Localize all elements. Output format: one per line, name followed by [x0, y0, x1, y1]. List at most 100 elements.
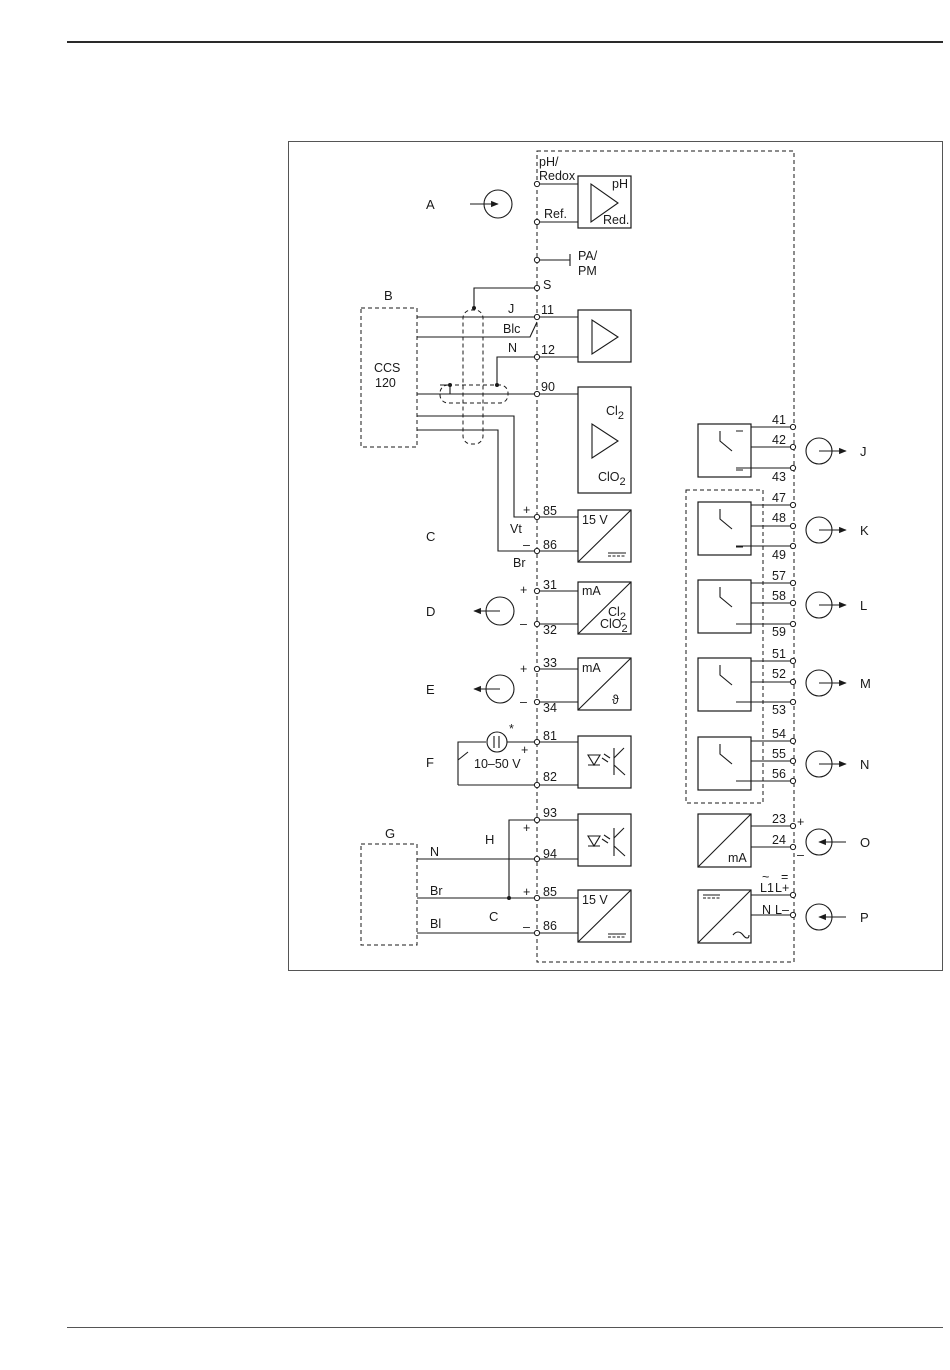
- label-f: F: [426, 755, 434, 770]
- terminal-55: 55: [772, 747, 786, 761]
- terminal-31: 31: [543, 578, 557, 592]
- label-c: C: [426, 529, 435, 544]
- ma-output-temp-ma: mA: [582, 661, 601, 675]
- plus-85b: +: [523, 885, 530, 899]
- label-n: N: [860, 757, 869, 772]
- terminal-23: 23: [772, 812, 786, 826]
- ma-input-label: mA: [728, 851, 747, 865]
- terminal-12: 12: [541, 343, 555, 357]
- wire-vt-label: Vt: [510, 522, 522, 536]
- relay-j-block: [698, 424, 751, 477]
- terminal-lplus: L+: [775, 881, 789, 895]
- relay-k-block: [698, 502, 751, 555]
- terminal-34: 34: [543, 701, 557, 715]
- plus-31: +: [520, 583, 527, 597]
- terminal-81: 81: [543, 729, 557, 743]
- minus-24: –: [797, 848, 804, 862]
- terminal-ph-redox-2: Redox: [539, 169, 576, 183]
- wire-br-label: Br: [513, 556, 526, 570]
- label-d: D: [426, 604, 435, 619]
- terminal-85: 85: [543, 504, 557, 518]
- device-g-box: [361, 844, 417, 945]
- terminal-n: N: [762, 903, 771, 917]
- plus-33: +: [520, 662, 527, 676]
- terminal-42: 42: [772, 433, 786, 447]
- relay-m-block: [698, 658, 751, 711]
- optocoupler-h-block: [578, 814, 631, 866]
- plus-93: +: [523, 821, 530, 835]
- label-p: P: [860, 910, 869, 925]
- terminal-l1: L1: [760, 881, 774, 895]
- terminal-33: 33: [543, 656, 557, 670]
- label-b: B: [384, 288, 393, 303]
- optocoupler-f-block: [578, 736, 631, 788]
- supply-15v-label: 15 V: [582, 513, 608, 527]
- terminal-47: 47: [772, 491, 786, 505]
- wire-j-label: J: [508, 302, 514, 316]
- terminal-59: 59: [772, 625, 786, 639]
- label-o: O: [860, 835, 870, 850]
- input-f-asterisk: *: [509, 722, 514, 736]
- label-e: E: [426, 682, 435, 697]
- terminal-41: 41: [772, 413, 786, 427]
- terminal-43: 43: [772, 470, 786, 484]
- label-l: L: [860, 598, 867, 613]
- terminal-54: 54: [772, 727, 786, 741]
- label-h: H: [485, 832, 494, 847]
- terminal-52: 52: [772, 667, 786, 681]
- terminal-56: 56: [772, 767, 786, 781]
- terminal-51: 51: [772, 647, 786, 661]
- minus-86b: –: [523, 920, 530, 934]
- relay-n-block: [698, 737, 751, 790]
- device-boundary: [537, 151, 794, 962]
- plus-23: +: [797, 815, 804, 829]
- terminal-90: 90: [541, 380, 555, 394]
- theta-symbol: ϑ: [612, 693, 619, 707]
- terminal-pa-pm-2: PM: [578, 264, 597, 278]
- terminal-86: 86: [543, 538, 557, 552]
- wire-n-label: N: [508, 341, 517, 355]
- minus-32: –: [520, 617, 527, 631]
- terminal-86b: 86: [543, 919, 557, 933]
- ph-block-top: pH: [612, 177, 628, 191]
- plus-85: +: [523, 503, 530, 517]
- chlorine-amplifier-block: [578, 310, 631, 362]
- terminal-82: 82: [543, 770, 557, 784]
- terminal-lminus: L–: [775, 903, 789, 917]
- label-k: K: [860, 523, 869, 538]
- ph-block-bottom: Red.: [603, 213, 629, 227]
- supply-15v-lower-label: 15 V: [582, 893, 608, 907]
- sensor-line2: 120: [375, 376, 396, 390]
- wire-g-br: Br: [430, 884, 443, 898]
- terminal-s: S: [543, 278, 551, 292]
- terminal-32: 32: [543, 623, 557, 637]
- terminal-57: 57: [772, 569, 786, 583]
- wire-blc-label: Blc: [503, 322, 520, 336]
- terminal-ph-redox-1: pH/: [539, 155, 559, 169]
- minus-34: –: [520, 695, 527, 709]
- label-g: G: [385, 826, 395, 841]
- ma-output-cl2-ma: mA: [582, 584, 601, 598]
- terminal-24: 24: [772, 833, 786, 847]
- terminal-58: 58: [772, 589, 786, 603]
- terminal-pa-pm-1: PA/: [578, 249, 598, 263]
- terminal-85b: 85: [543, 885, 557, 899]
- terminal-49: 49: [772, 548, 786, 562]
- relay-l-block: [698, 580, 751, 633]
- sensor-line1: CCS: [374, 361, 400, 375]
- label-j: J: [860, 444, 867, 459]
- terminal-48: 48: [772, 511, 786, 525]
- terminal-93: 93: [543, 806, 557, 820]
- minus-86: –: [523, 538, 530, 552]
- cable-shield-vertical: [463, 310, 483, 444]
- terminal-ref: Ref.: [544, 207, 567, 221]
- terminal-11: 11: [541, 303, 554, 317]
- wire-g-n: N: [430, 845, 439, 859]
- input-f-plus: +: [521, 743, 528, 757]
- terminal-53: 53: [772, 703, 786, 717]
- input-f-voltage: 10–50 V: [474, 757, 521, 771]
- wire-g-bl: Bl: [430, 917, 441, 931]
- label-c-lower: C: [489, 909, 498, 924]
- label-m: M: [860, 676, 871, 691]
